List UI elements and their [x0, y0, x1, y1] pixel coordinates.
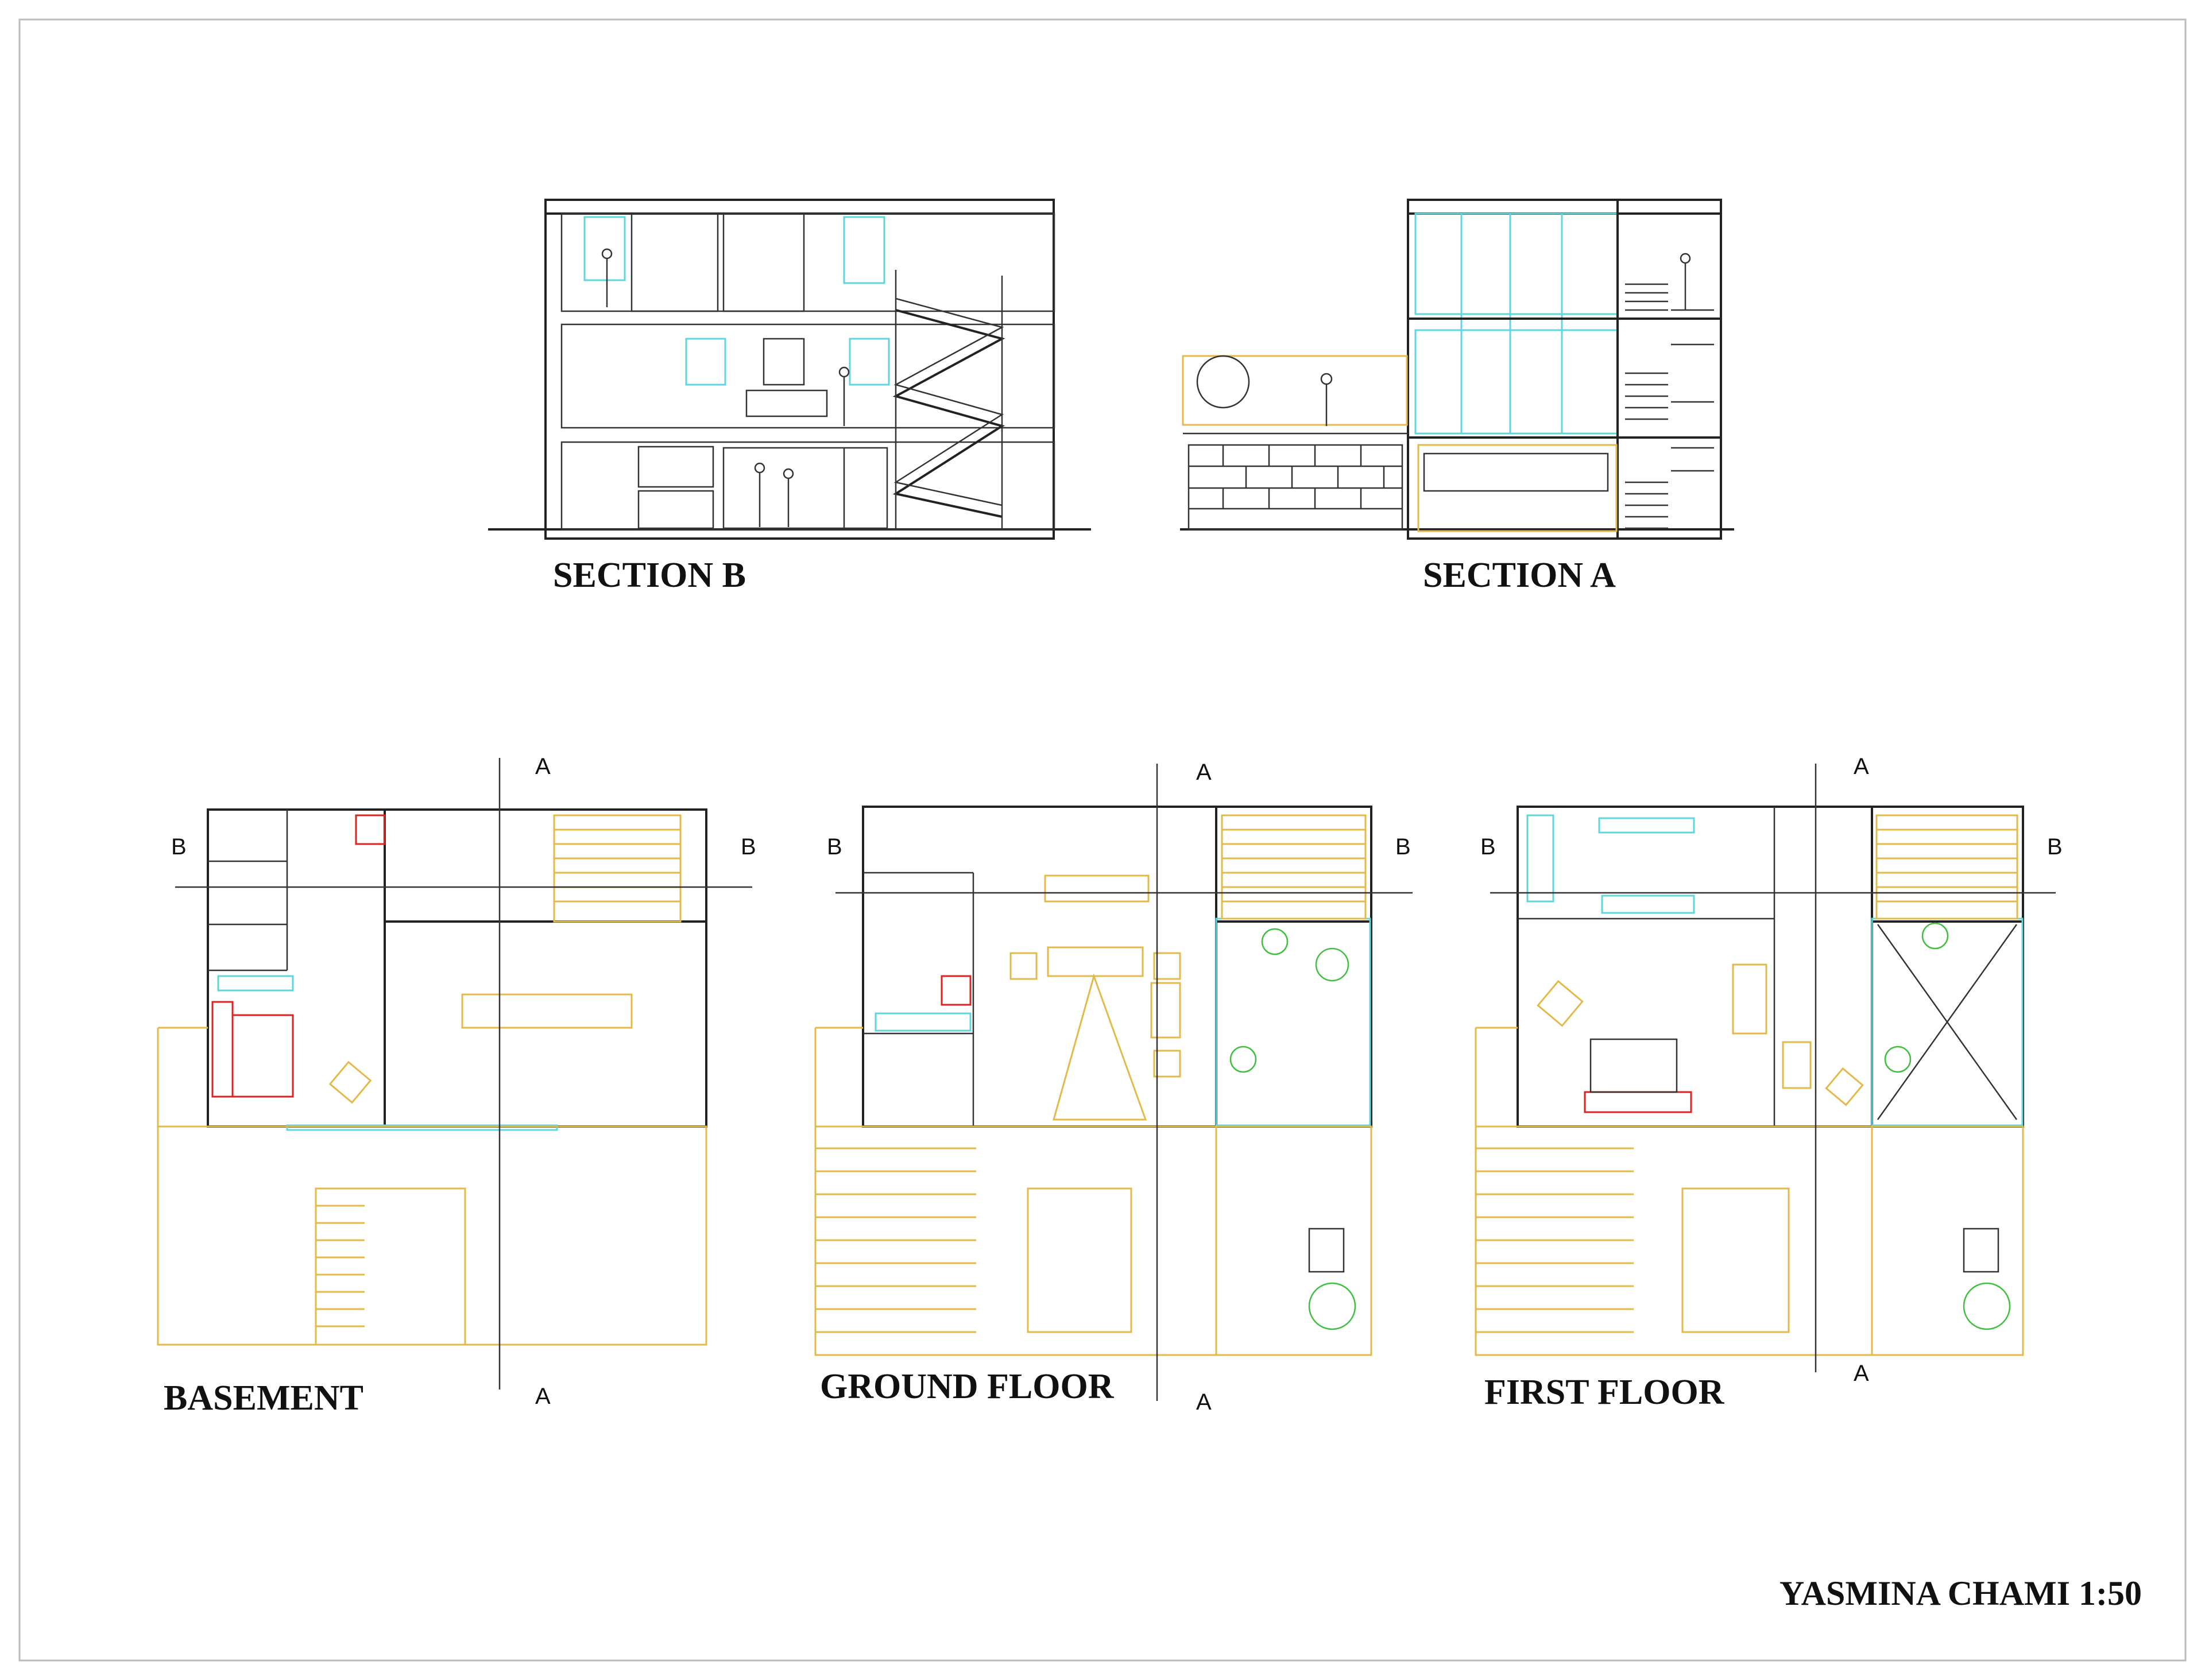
- basement-title: BASEMENT: [164, 1379, 363, 1418]
- first-floor-plan: [1475, 764, 2056, 1372]
- cut-a-basement-top: A: [535, 754, 551, 779]
- cut-markers: A A A A A A B B B B B B: [171, 754, 2063, 1415]
- ground-floor-plan: [814, 764, 1413, 1401]
- cut-b-ground-right: B: [1395, 834, 1411, 860]
- sheet-border: [18, 18, 2187, 1662]
- section-b-title: SECTION B: [553, 556, 746, 595]
- cut-b-ground-left: B: [827, 834, 842, 860]
- basement-plan: [157, 758, 752, 1389]
- first-floor-title: FIRST FLOOR: [1484, 1373, 1725, 1412]
- author-scale-label: YASMINA CHAMI 1:50: [1780, 1574, 2142, 1612]
- cut-a-basement-bottom: A: [535, 1384, 551, 1409]
- cut-a-first-bottom: A: [1854, 1361, 1869, 1386]
- section-b-drawing: [488, 199, 1091, 540]
- section-a-title: SECTION A: [1423, 556, 1616, 595]
- cut-a-ground-bottom: A: [1196, 1389, 1212, 1415]
- section-a-drawing: [1180, 199, 1734, 540]
- cut-a-first-top: A: [1854, 754, 1869, 779]
- ground-floor-title: GROUND FLOOR: [820, 1367, 1115, 1406]
- cut-b-first-left: B: [1480, 834, 1496, 860]
- cut-a-ground-top: A: [1196, 760, 1212, 785]
- cut-b-first-right: B: [2047, 834, 2063, 860]
- cut-b-basement-left: B: [171, 834, 187, 860]
- cut-b-basement-right: B: [741, 834, 756, 860]
